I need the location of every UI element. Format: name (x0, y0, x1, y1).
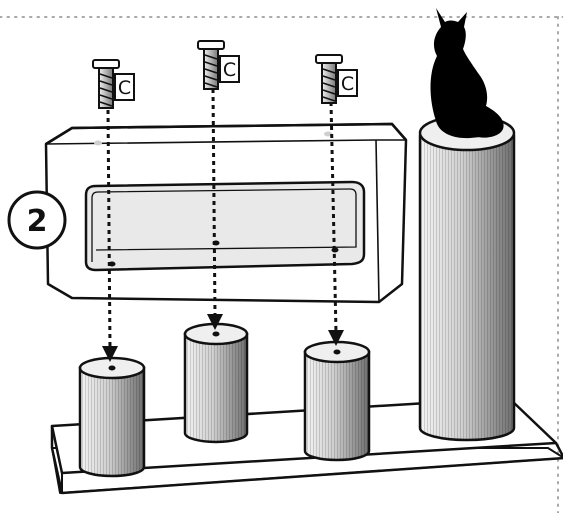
step-badge: 2 (7, 190, 67, 250)
arrow-down-icon (328, 330, 344, 346)
part-label-box (337, 69, 358, 97)
short-post-middle (183, 322, 249, 444)
cat-silhouette (430, 8, 504, 139)
part-label: C (118, 77, 131, 99)
arrow-down-icon (207, 314, 223, 330)
dotted-page-border (0, 16, 563, 513)
tall-post (418, 114, 516, 442)
part-label: C (341, 73, 354, 95)
part-label-box (114, 73, 135, 101)
screw-icon (197, 40, 225, 90)
screw-right: C (315, 54, 358, 104)
short-post-left (78, 356, 146, 478)
step-number: 2 (27, 204, 48, 239)
arrow-down-icon (102, 346, 118, 362)
part-label-box (219, 55, 240, 83)
guide-line-left (102, 109, 118, 362)
screw-left: C (92, 59, 135, 109)
box-panel (44, 122, 408, 304)
screw-icon (315, 54, 343, 104)
part-label: C (223, 59, 236, 81)
guide-line-right (328, 101, 344, 346)
box-window (84, 180, 366, 272)
screw-middle: C (197, 40, 240, 90)
screw-icon (92, 59, 120, 109)
guide-line-middle (207, 88, 223, 330)
short-post-right (303, 340, 371, 462)
